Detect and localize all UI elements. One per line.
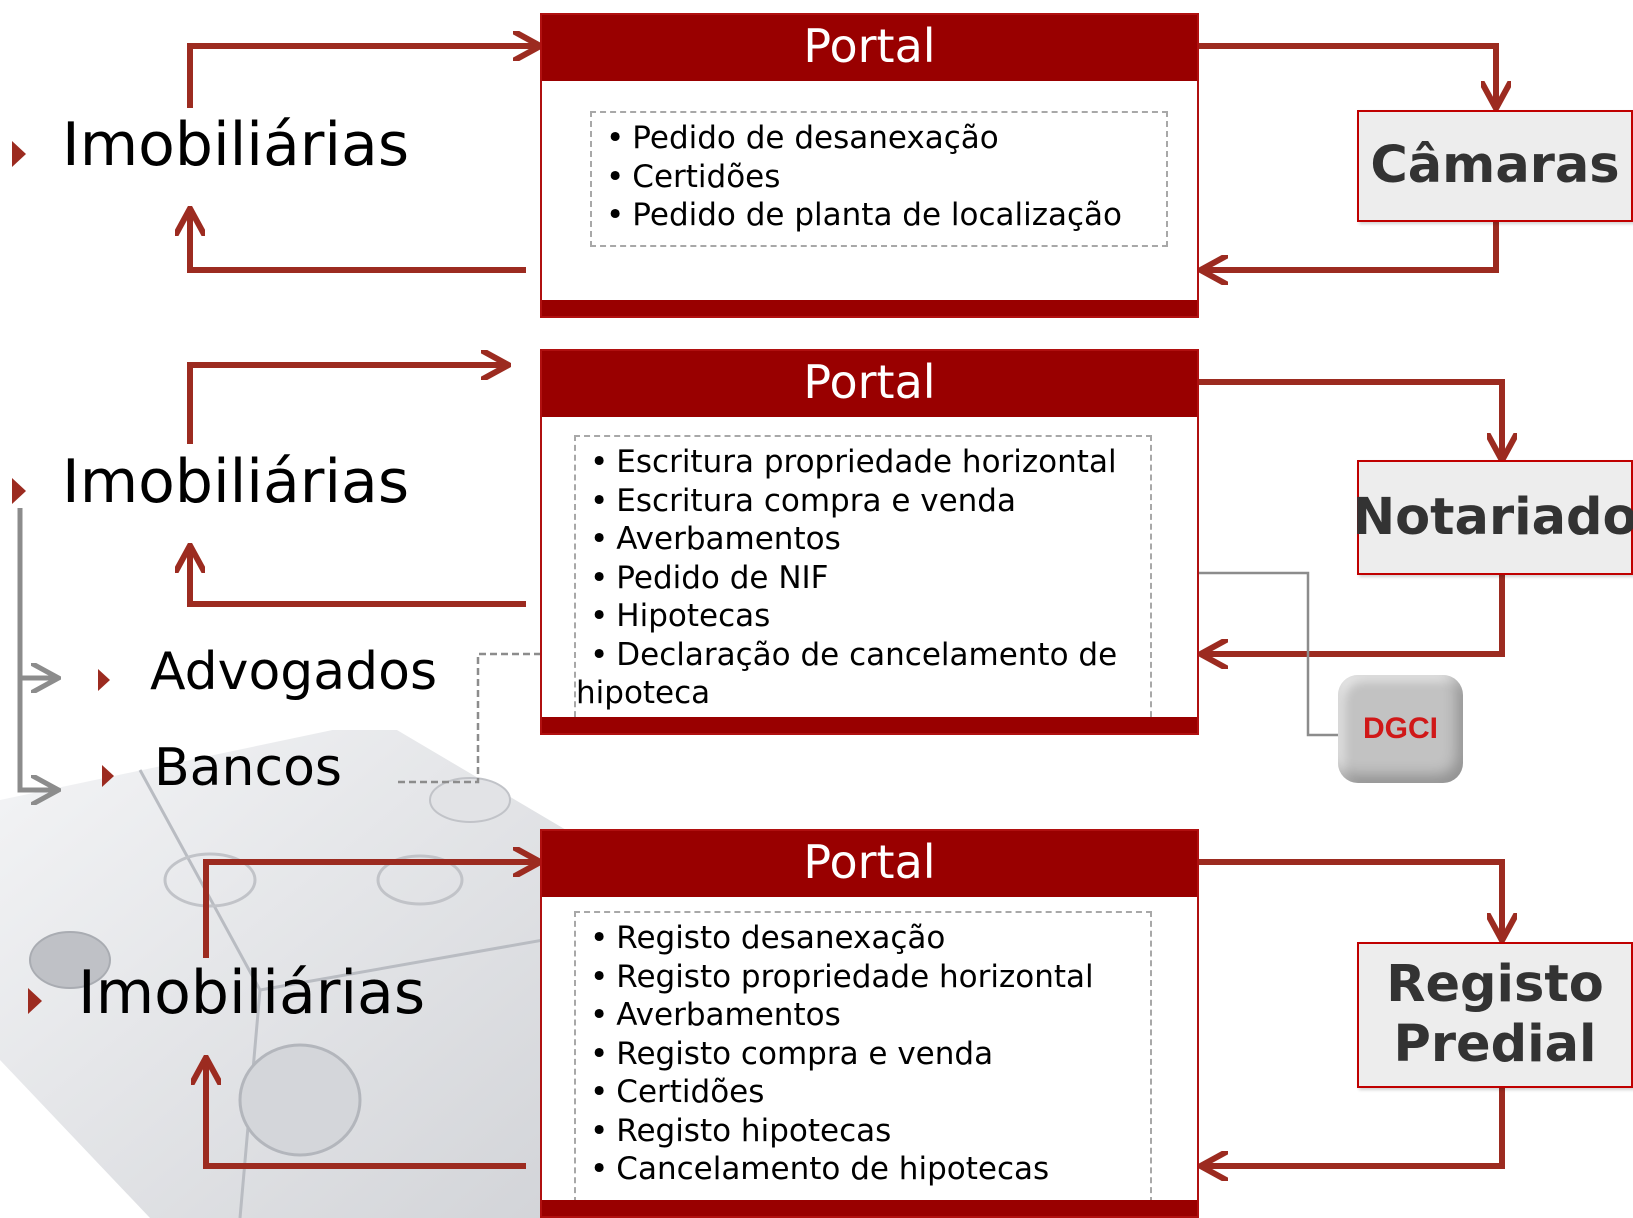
portal-box-1: Portal Pedido de desanexação Certidões P… — [540, 13, 1199, 318]
list-item: Registo hipotecas — [590, 1112, 1136, 1151]
list-item: Escritura compra e venda — [590, 482, 1136, 521]
arrow-portal-1-to-camaras — [1199, 43, 1496, 106]
actor-imobiliarias-2: Imobiliárias — [62, 447, 410, 517]
arrow-imobiliarias-to-portal-2 — [187, 365, 506, 444]
portal-title: Portal — [542, 831, 1197, 897]
list-item-continuation: hipoteca — [576, 675, 711, 711]
puzzle-background-icon — [0, 730, 600, 1218]
bullet-icon — [28, 988, 42, 1014]
list-item: Averbamentos — [590, 520, 1136, 559]
arrow-notariado-to-portal-2 — [1203, 575, 1505, 654]
arrow-portal-3-to-registo-predial — [1199, 859, 1502, 938]
bullet-icon — [12, 478, 26, 504]
arrow-portal-2-to-imobiliarias — [190, 548, 526, 607]
portal-box-2: Portal Escritura propriedade horizontal … — [540, 349, 1199, 735]
list-item: Certidões — [590, 1073, 1136, 1112]
bullet-icon — [12, 141, 26, 167]
portal-title: Portal — [542, 351, 1197, 417]
arrow-imobiliarias-to-portal-1 — [187, 46, 538, 108]
destination-notariado: Notariado — [1352, 460, 1633, 575]
list-item: Certidões — [606, 158, 1152, 197]
destination-registo-predial: Registo Predial — [1357, 942, 1633, 1088]
list-item: Averbamentos — [590, 996, 1136, 1035]
portal-title: Portal — [542, 15, 1197, 81]
actor-advogados: Advogados — [150, 642, 438, 702]
bullet-icon — [98, 669, 110, 691]
list-item: Escritura propriedade horizontal — [590, 443, 1136, 482]
portal-3-items: Registo desanexação Registo propriedade … — [574, 911, 1152, 1203]
actor-imobiliarias-1: Imobiliárias — [62, 110, 410, 180]
dgci-puzzle-icon: DGCI — [1338, 675, 1463, 783]
list-item: Registo compra e venda — [590, 1035, 1136, 1074]
actor-bancos: Bancos — [154, 738, 342, 798]
list-item: Registo propriedade horizontal — [590, 958, 1136, 997]
actor-imobiliarias-3: Imobiliárias — [78, 958, 426, 1028]
portal-footer-bar — [542, 1200, 1197, 1216]
arrow-portal-2-to-notariado — [1199, 379, 1502, 458]
arrow-registo-predial-to-portal-3 — [1203, 1088, 1505, 1166]
list-item: Cancelamento de hipotecas — [590, 1150, 1136, 1189]
list-item: Registo desanexação — [590, 919, 1136, 958]
list-item: Pedido de planta de localização — [606, 196, 1152, 235]
portal-box-3: Portal Registo desanexação Registo propr… — [540, 829, 1199, 1218]
list-item: Declaração de cancelamento de — [590, 636, 1136, 675]
portal-footer-bar — [542, 300, 1197, 316]
destination-camaras: Câmaras — [1357, 110, 1633, 222]
list-item: Hipotecas — [590, 597, 1136, 636]
branch-to-bancos — [17, 508, 56, 790]
portal-footer-bar — [542, 717, 1197, 733]
list-item: Pedido de NIF — [590, 559, 1136, 598]
arrow-imobiliarias-to-portal-3 — [203, 862, 538, 958]
arrow-portal-3-to-imobiliarias — [206, 1060, 526, 1169]
arrow-portal-1-to-imobiliarias — [190, 211, 526, 273]
bullet-icon — [102, 765, 114, 787]
portal-2-items: Escritura propriedade horizontal Escritu… — [574, 435, 1152, 727]
portal-1-items: Pedido de desanexação Certidões Pedido d… — [590, 111, 1168, 247]
list-item: Pedido de desanexação — [606, 119, 1152, 158]
dgci-label: DGCI — [1363, 712, 1438, 745]
dashed-bancos-to-hipotecas — [398, 654, 556, 784]
arrow-camaras-to-portal-1 — [1203, 222, 1499, 270]
